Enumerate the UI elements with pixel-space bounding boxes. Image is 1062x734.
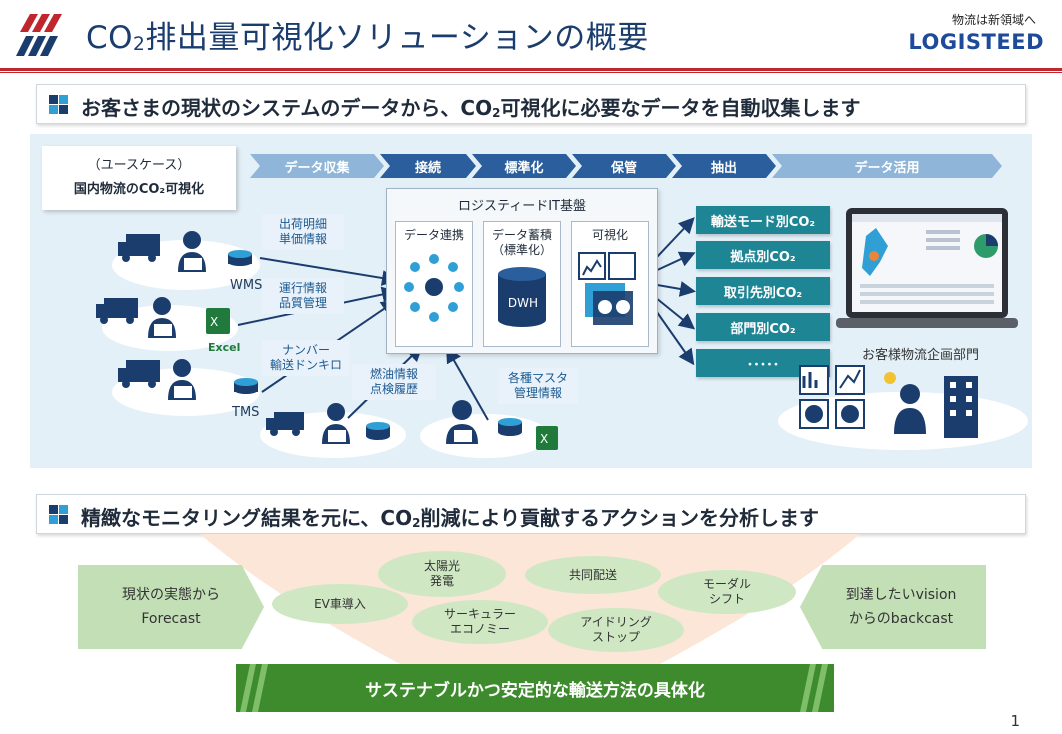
output-client: 取引先別CO₂: [696, 277, 830, 305]
action-circular-economy: サーキュラー エコノミー: [412, 600, 548, 644]
action-solar: 太陽光 発電: [378, 551, 506, 597]
truck-person-icon-3: [118, 359, 258, 400]
funnel-shape: [200, 534, 860, 664]
source-ellipse-5: [420, 414, 550, 458]
action-ev: EV車導入: [272, 584, 408, 624]
banner-stripe-right: [800, 664, 828, 712]
conclusion-banner: サステナブルかつ安定的な輸送方法の具体化: [236, 664, 834, 712]
truck-person-icon-4: [266, 403, 390, 444]
dashboard-icon: [578, 252, 636, 325]
tms-label: TMS: [232, 405, 260, 420]
platform-title: ロジスティードIT基盤: [458, 199, 586, 214]
output-transport-mode: 輸送モード別CO₂: [696, 206, 830, 234]
brand-logo: LOGISTEED: [908, 30, 1044, 54]
header-divider-thin: [0, 72, 1062, 73]
info-master: 各種マスタ 管理情報: [498, 368, 578, 404]
svg-text:X: X: [210, 315, 218, 329]
wms-label: WMS: [230, 278, 263, 293]
action-idling-stop: アイドリング ストップ: [548, 608, 684, 652]
pipeline-step-collect: データ収集: [250, 154, 384, 178]
info-fuel: 燃油情報 点検履歴: [352, 364, 436, 400]
dwh-label: DWH: [507, 296, 539, 310]
box-data-linkage: データ連携: [395, 221, 473, 347]
pipeline-step-utilize: データ活用: [772, 154, 1002, 178]
truck-person-icon-2: X: [96, 297, 230, 338]
network-icon: [404, 254, 464, 322]
pipeline-step-store: 保管: [572, 154, 676, 178]
database-icon: [498, 267, 546, 327]
pipeline-step-standardize: 標準化: [472, 154, 576, 178]
pipeline-step-connect: 接続: [380, 154, 476, 178]
svg-text:X: X: [540, 432, 548, 446]
it-platform: ロジスティードIT基盤 データ連携 データ蓄積 （標準化） DWH 可視化: [386, 188, 658, 354]
section-heading-1: お客さまの現状のシステムのデータから、CO2可視化に必要なデータを自動収集します: [36, 84, 1026, 124]
output-site: 拠点別CO₂: [696, 241, 830, 269]
page-title: CO2排出量可視化ソリューションの概要: [86, 20, 649, 56]
tagline: 物流は新領域へ: [951, 13, 1036, 27]
header-divider: [0, 68, 1062, 71]
banner-stripe-left: [240, 664, 268, 712]
box-data-storage: データ蓄積 （標準化） DWH: [483, 221, 561, 347]
customer-dept-label: お客様物流企画部門: [862, 348, 980, 363]
page-number: 1: [1010, 712, 1020, 730]
box-visualization: 可視化: [571, 221, 649, 347]
person-icon-5: X: [446, 400, 558, 450]
truck-person-icon-1: [118, 231, 252, 272]
logo-slash-icon: [16, 14, 62, 56]
laptop-dashboard-icon: [836, 208, 1018, 328]
action-modal-shift: モーダル シフト: [658, 570, 796, 614]
info-operation: 運行情報 品質管理: [262, 278, 344, 314]
info-number: ナンバー 輸送ドンキロ: [262, 340, 350, 376]
output-department: 部門別CO₂: [696, 313, 830, 341]
section-heading-2: 精緻なモニタリング結果を元に、CO2削減により貢献するアクションを分析します: [36, 494, 1026, 534]
customer-dept-icons: [799, 365, 978, 438]
usecase-box: （ユースケース） 国内物流のCO₂可視化: [42, 146, 236, 210]
info-shipping-detail: 出荷明細 単価情報: [262, 214, 344, 250]
action-joint-delivery: 共同配送: [525, 556, 661, 594]
pipeline-step-extract: 抽出: [672, 154, 776, 178]
excel-label: Excel: [208, 341, 241, 354]
